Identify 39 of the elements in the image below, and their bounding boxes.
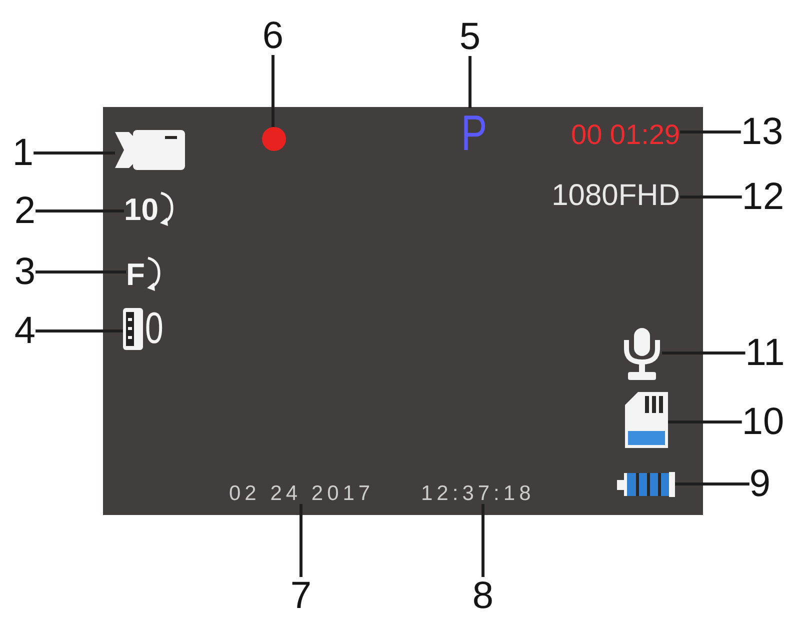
leader-line [272, 55, 274, 127]
video-camera-icon [115, 130, 185, 170]
callout-number: 8 [472, 577, 494, 615]
leader-line [668, 420, 742, 424]
leader-line [482, 504, 484, 577]
exposure-value: 0 [145, 307, 164, 351]
callout-number: 13 [740, 113, 784, 151]
callout-number: 12 [742, 178, 784, 216]
mode-letter: P [461, 108, 488, 158]
callout-number: 7 [290, 577, 312, 615]
callout-number: 5 [459, 18, 481, 56]
callout-number: 3 [14, 253, 36, 291]
leader-line [680, 196, 742, 198]
time-label: 12:37:18 [421, 483, 535, 504]
microphone-icon [622, 328, 662, 380]
callout-number: 1 [12, 134, 34, 172]
leader-line [680, 130, 741, 134]
callout-number: 11 [745, 334, 785, 372]
callout-number: 9 [749, 465, 771, 503]
recording-timer: 00 01:29 [571, 121, 680, 149]
loop-length-label: 10 [124, 194, 158, 224]
callout-number: 10 [742, 403, 784, 441]
callout-number: 4 [14, 312, 36, 350]
date-label: 02 24 2017 [229, 483, 374, 504]
display-screen [103, 107, 703, 515]
setting-letter: F [126, 258, 145, 290]
recording-dot-icon [262, 127, 286, 151]
leader-line [36, 270, 126, 274]
battery-icon [617, 472, 675, 497]
leader-line [675, 482, 750, 486]
leader-line [468, 56, 472, 108]
memory-card-icon [625, 392, 668, 448]
leader-line [662, 352, 746, 354]
callout-number: 6 [262, 17, 284, 55]
callout-number: 2 [14, 192, 36, 230]
leader-line [36, 330, 123, 332]
leader-line [36, 210, 124, 212]
resolution-label: 1080FHD [552, 181, 680, 211]
leader-line [300, 504, 302, 577]
